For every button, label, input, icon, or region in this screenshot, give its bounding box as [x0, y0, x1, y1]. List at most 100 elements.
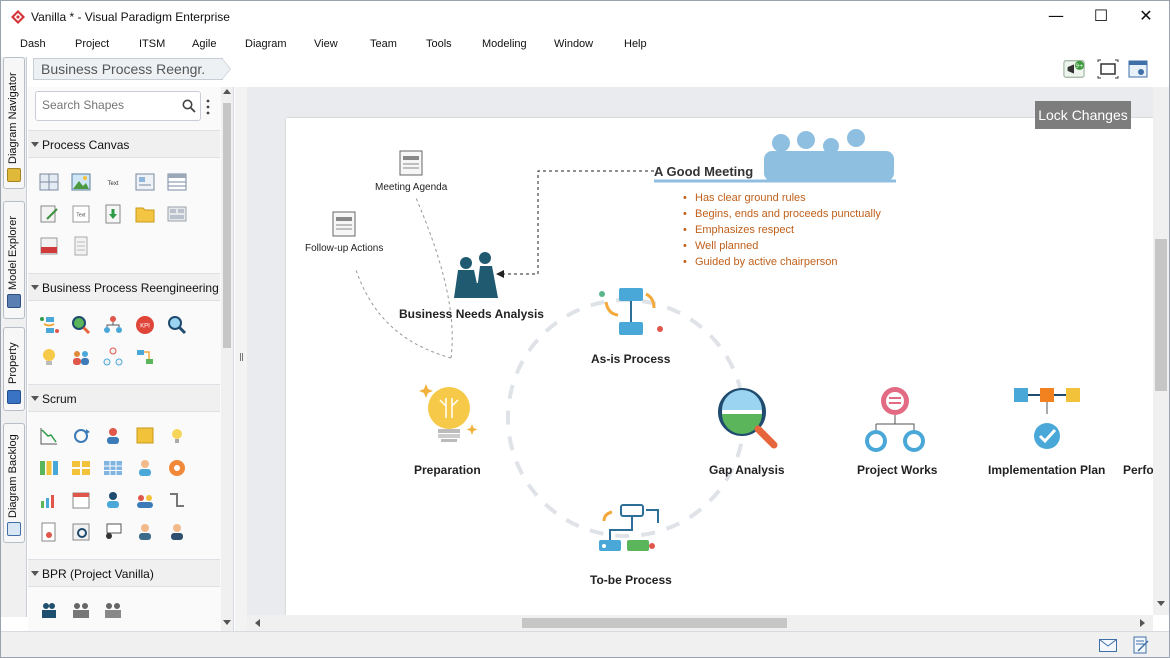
- shape-card-icon[interactable]: [135, 172, 155, 192]
- shape-discussion-icon[interactable]: [71, 600, 91, 620]
- search-shapes-input[interactable]: [42, 98, 172, 112]
- menu-help[interactable]: Help: [624, 38, 647, 50]
- layout-panel-icon[interactable]: [1127, 59, 1149, 79]
- tab-model-explorer[interactable]: Model Explorer: [3, 201, 25, 319]
- shape-image-icon[interactable]: [71, 172, 91, 192]
- shape-meeting-silhouette-icon[interactable]: [39, 600, 59, 620]
- section-bpr-project-vanilla[interactable]: BPR (Project Vanilla): [28, 559, 220, 587]
- menu-diagram[interactable]: Diagram: [245, 38, 287, 50]
- project-works-icon[interactable]: [865, 387, 925, 452]
- menu-team[interactable]: Team: [370, 38, 397, 50]
- splitter-grip-icon[interactable]: [242, 353, 243, 361]
- shape-product-owner-icon[interactable]: [103, 426, 123, 446]
- diagram-page[interactable]: Meeting Agenda Follow-up Actions Busines…: [286, 118, 1153, 615]
- minimize-button[interactable]: —: [1048, 6, 1064, 25]
- tab-diagram-navigator[interactable]: Diagram Navigator: [3, 57, 25, 189]
- scroll-right-icon[interactable]: [1140, 619, 1145, 627]
- maximize-button[interactable]: ☐: [1093, 6, 1109, 25]
- menu-window[interactable]: Window: [554, 38, 594, 50]
- shape-sprint-cycle-icon[interactable]: [71, 426, 91, 446]
- canvas-horizontal-scrollbar[interactable]: [247, 615, 1153, 631]
- notification-icon[interactable]: 9+: [1063, 59, 1085, 79]
- close-button[interactable]: ✕: [1139, 6, 1153, 25]
- section-business-process-reengineering[interactable]: Business Process Reengineering: [28, 273, 220, 301]
- shape-calendar-icon[interactable]: [71, 490, 91, 510]
- business-meeting-icon[interactable]: [454, 252, 498, 298]
- collapse-arrow-icon[interactable]: [31, 285, 39, 290]
- shape-sticky-note-icon[interactable]: [135, 426, 155, 446]
- to-be-process-icon[interactable]: [599, 504, 659, 551]
- fit-diagram-icon[interactable]: [1097, 59, 1119, 79]
- tab-property[interactable]: Property: [3, 327, 25, 411]
- menu-view[interactable]: View: [314, 38, 338, 50]
- shape-group-icon[interactable]: [135, 490, 155, 510]
- lock-changes-button[interactable]: Lock Changes: [1035, 101, 1131, 129]
- scroll-left-icon[interactable]: [255, 619, 260, 627]
- shape-brain-icon[interactable]: [167, 458, 187, 478]
- shape-task-board-icon[interactable]: [71, 458, 91, 478]
- shape-org-icon[interactable]: [103, 347, 123, 367]
- shape-presenter-icon[interactable]: [103, 522, 123, 542]
- shape-scrum-master-icon[interactable]: [135, 458, 155, 478]
- shape-burndown-icon[interactable]: [39, 426, 59, 446]
- shape-folder-icon[interactable]: [135, 204, 155, 224]
- shape-backlog-grid-icon[interactable]: [103, 458, 123, 478]
- section-process-canvas[interactable]: Process Canvas: [28, 130, 220, 158]
- as-is-process-icon[interactable]: [599, 288, 663, 335]
- canvas-vertical-scrollbar[interactable]: [1153, 87, 1169, 615]
- collapse-arrow-icon[interactable]: [31, 396, 39, 401]
- search-shapes-box[interactable]: [35, 91, 201, 121]
- collapse-arrow-icon[interactable]: [31, 571, 39, 576]
- diagram-canvas[interactable]: Meeting Agenda Follow-up Actions Busines…: [247, 87, 1153, 615]
- menu-dash[interactable]: Dash: [20, 38, 46, 50]
- horizontal-scroll-thumb[interactable]: [522, 618, 787, 628]
- shape-table-icon[interactable]: [167, 172, 187, 192]
- shape-panel-icon[interactable]: [167, 204, 187, 224]
- gap-analysis-magnifier-icon[interactable]: [718, 388, 778, 449]
- shape-kanban-icon[interactable]: [39, 458, 59, 478]
- shape-download-icon[interactable]: [103, 204, 123, 224]
- collapse-arrow-icon[interactable]: [31, 142, 39, 147]
- shape-velocity-icon[interactable]: [39, 490, 59, 510]
- splitter-grip-icon[interactable]: [240, 353, 241, 361]
- palette-splitter[interactable]: [235, 87, 247, 631]
- scroll-down-icon[interactable]: [223, 620, 231, 625]
- shape-kpi-icon[interactable]: KPI: [135, 315, 155, 335]
- shape-connector-icon[interactable]: [167, 490, 187, 510]
- shape-person-icon[interactable]: [135, 522, 155, 542]
- shape-review-icon[interactable]: [71, 522, 91, 542]
- scroll-up-icon[interactable]: [223, 89, 231, 94]
- menu-project[interactable]: Project: [75, 38, 110, 50]
- preparation-lightbulb-icon[interactable]: [419, 384, 478, 442]
- shape-note-edit-icon[interactable]: [39, 204, 59, 224]
- shape-flow-icon[interactable]: [39, 315, 59, 335]
- shape-grid-table-icon[interactable]: [39, 172, 59, 192]
- shape-canvas-badge-icon[interactable]: [39, 236, 59, 256]
- shape-idea-icon[interactable]: [167, 426, 187, 446]
- palette-scroll-thumb[interactable]: [223, 103, 231, 348]
- implementation-plan-icon[interactable]: [1014, 388, 1080, 449]
- breadcrumb-diagram[interactable]: Business Process Reengr.: [33, 58, 223, 80]
- followup-actions-icon[interactable]: [332, 211, 356, 237]
- shape-handshake-icon[interactable]: [103, 600, 123, 620]
- palette-scrollbar[interactable]: [221, 87, 233, 631]
- menu-tools[interactable]: Tools: [426, 38, 452, 50]
- shape-magnifier-icon[interactable]: [71, 315, 91, 335]
- mail-icon[interactable]: [1099, 639, 1117, 652]
- shape-process-steps-icon[interactable]: [135, 347, 155, 367]
- shape-report-icon[interactable]: [39, 522, 59, 542]
- document-edit-icon[interactable]: [1133, 636, 1149, 654]
- shape-hierarchy-icon[interactable]: [103, 315, 123, 335]
- scroll-down-icon[interactable]: [1157, 601, 1165, 606]
- menu-agile[interactable]: Agile: [192, 38, 217, 50]
- shape-document-icon[interactable]: [71, 236, 91, 256]
- shape-user-icon[interactable]: [103, 490, 123, 510]
- menu-itsm[interactable]: ITSM: [139, 38, 166, 50]
- shape-lightbulb-icon[interactable]: [39, 347, 59, 367]
- meeting-agenda-icon[interactable]: [399, 150, 423, 176]
- tab-diagram-backlog[interactable]: Diagram Backlog: [3, 423, 25, 543]
- section-scrum[interactable]: Scrum: [28, 384, 220, 412]
- search-icon[interactable]: [182, 99, 196, 113]
- menu-modeling[interactable]: Modeling: [482, 38, 527, 50]
- shape-developer-icon[interactable]: [167, 522, 187, 542]
